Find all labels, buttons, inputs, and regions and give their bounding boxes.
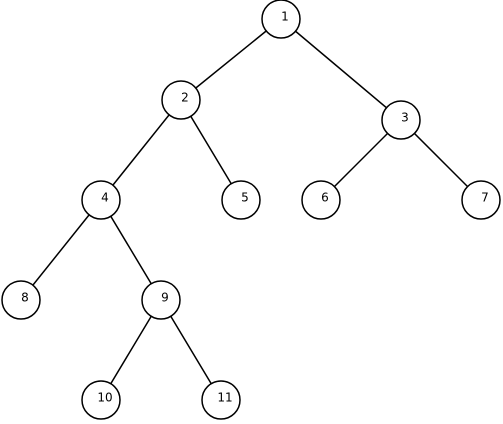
node-label: 10	[97, 391, 112, 405]
node-circle	[81, 380, 121, 420]
tree-node-10: 10	[81, 380, 121, 420]
tree-node-2: 2	[161, 80, 201, 120]
node-circle	[461, 180, 501, 220]
edge-2-4	[100, 99, 182, 201]
node-label: 9	[161, 291, 169, 305]
node-circle	[141, 280, 181, 320]
tree-node-4: 4	[81, 180, 121, 220]
tree-node-7: 7	[461, 180, 501, 220]
tree-node-8: 8	[1, 280, 41, 320]
tree-node-5: 5	[221, 180, 261, 220]
edge-1-2	[180, 18, 282, 101]
node-circle	[201, 380, 241, 420]
node-label: 8	[21, 291, 29, 305]
node-circle	[381, 100, 421, 140]
node-circle	[1, 280, 41, 320]
node-label: 5	[241, 191, 249, 205]
tree-node-3: 3	[381, 100, 421, 140]
node-label: 1	[281, 10, 289, 24]
node-circle	[221, 180, 261, 220]
node-label: 7	[481, 191, 489, 205]
tree-node-11: 11	[201, 380, 241, 420]
node-label: 11	[217, 391, 232, 405]
node-label: 3	[401, 111, 409, 125]
tree-node-1: 1	[261, 0, 301, 39]
node-circle	[301, 180, 341, 220]
edge-4-8	[20, 199, 102, 301]
tree-node-6: 6	[301, 180, 341, 220]
node-circle	[81, 180, 121, 220]
edge-1-3	[280, 18, 402, 121]
node-circle	[161, 80, 201, 120]
node-circle	[261, 0, 301, 39]
node-label: 6	[321, 191, 329, 205]
node-label: 2	[181, 91, 189, 105]
node-label: 4	[101, 191, 109, 205]
tree-node-9: 9	[141, 280, 181, 320]
